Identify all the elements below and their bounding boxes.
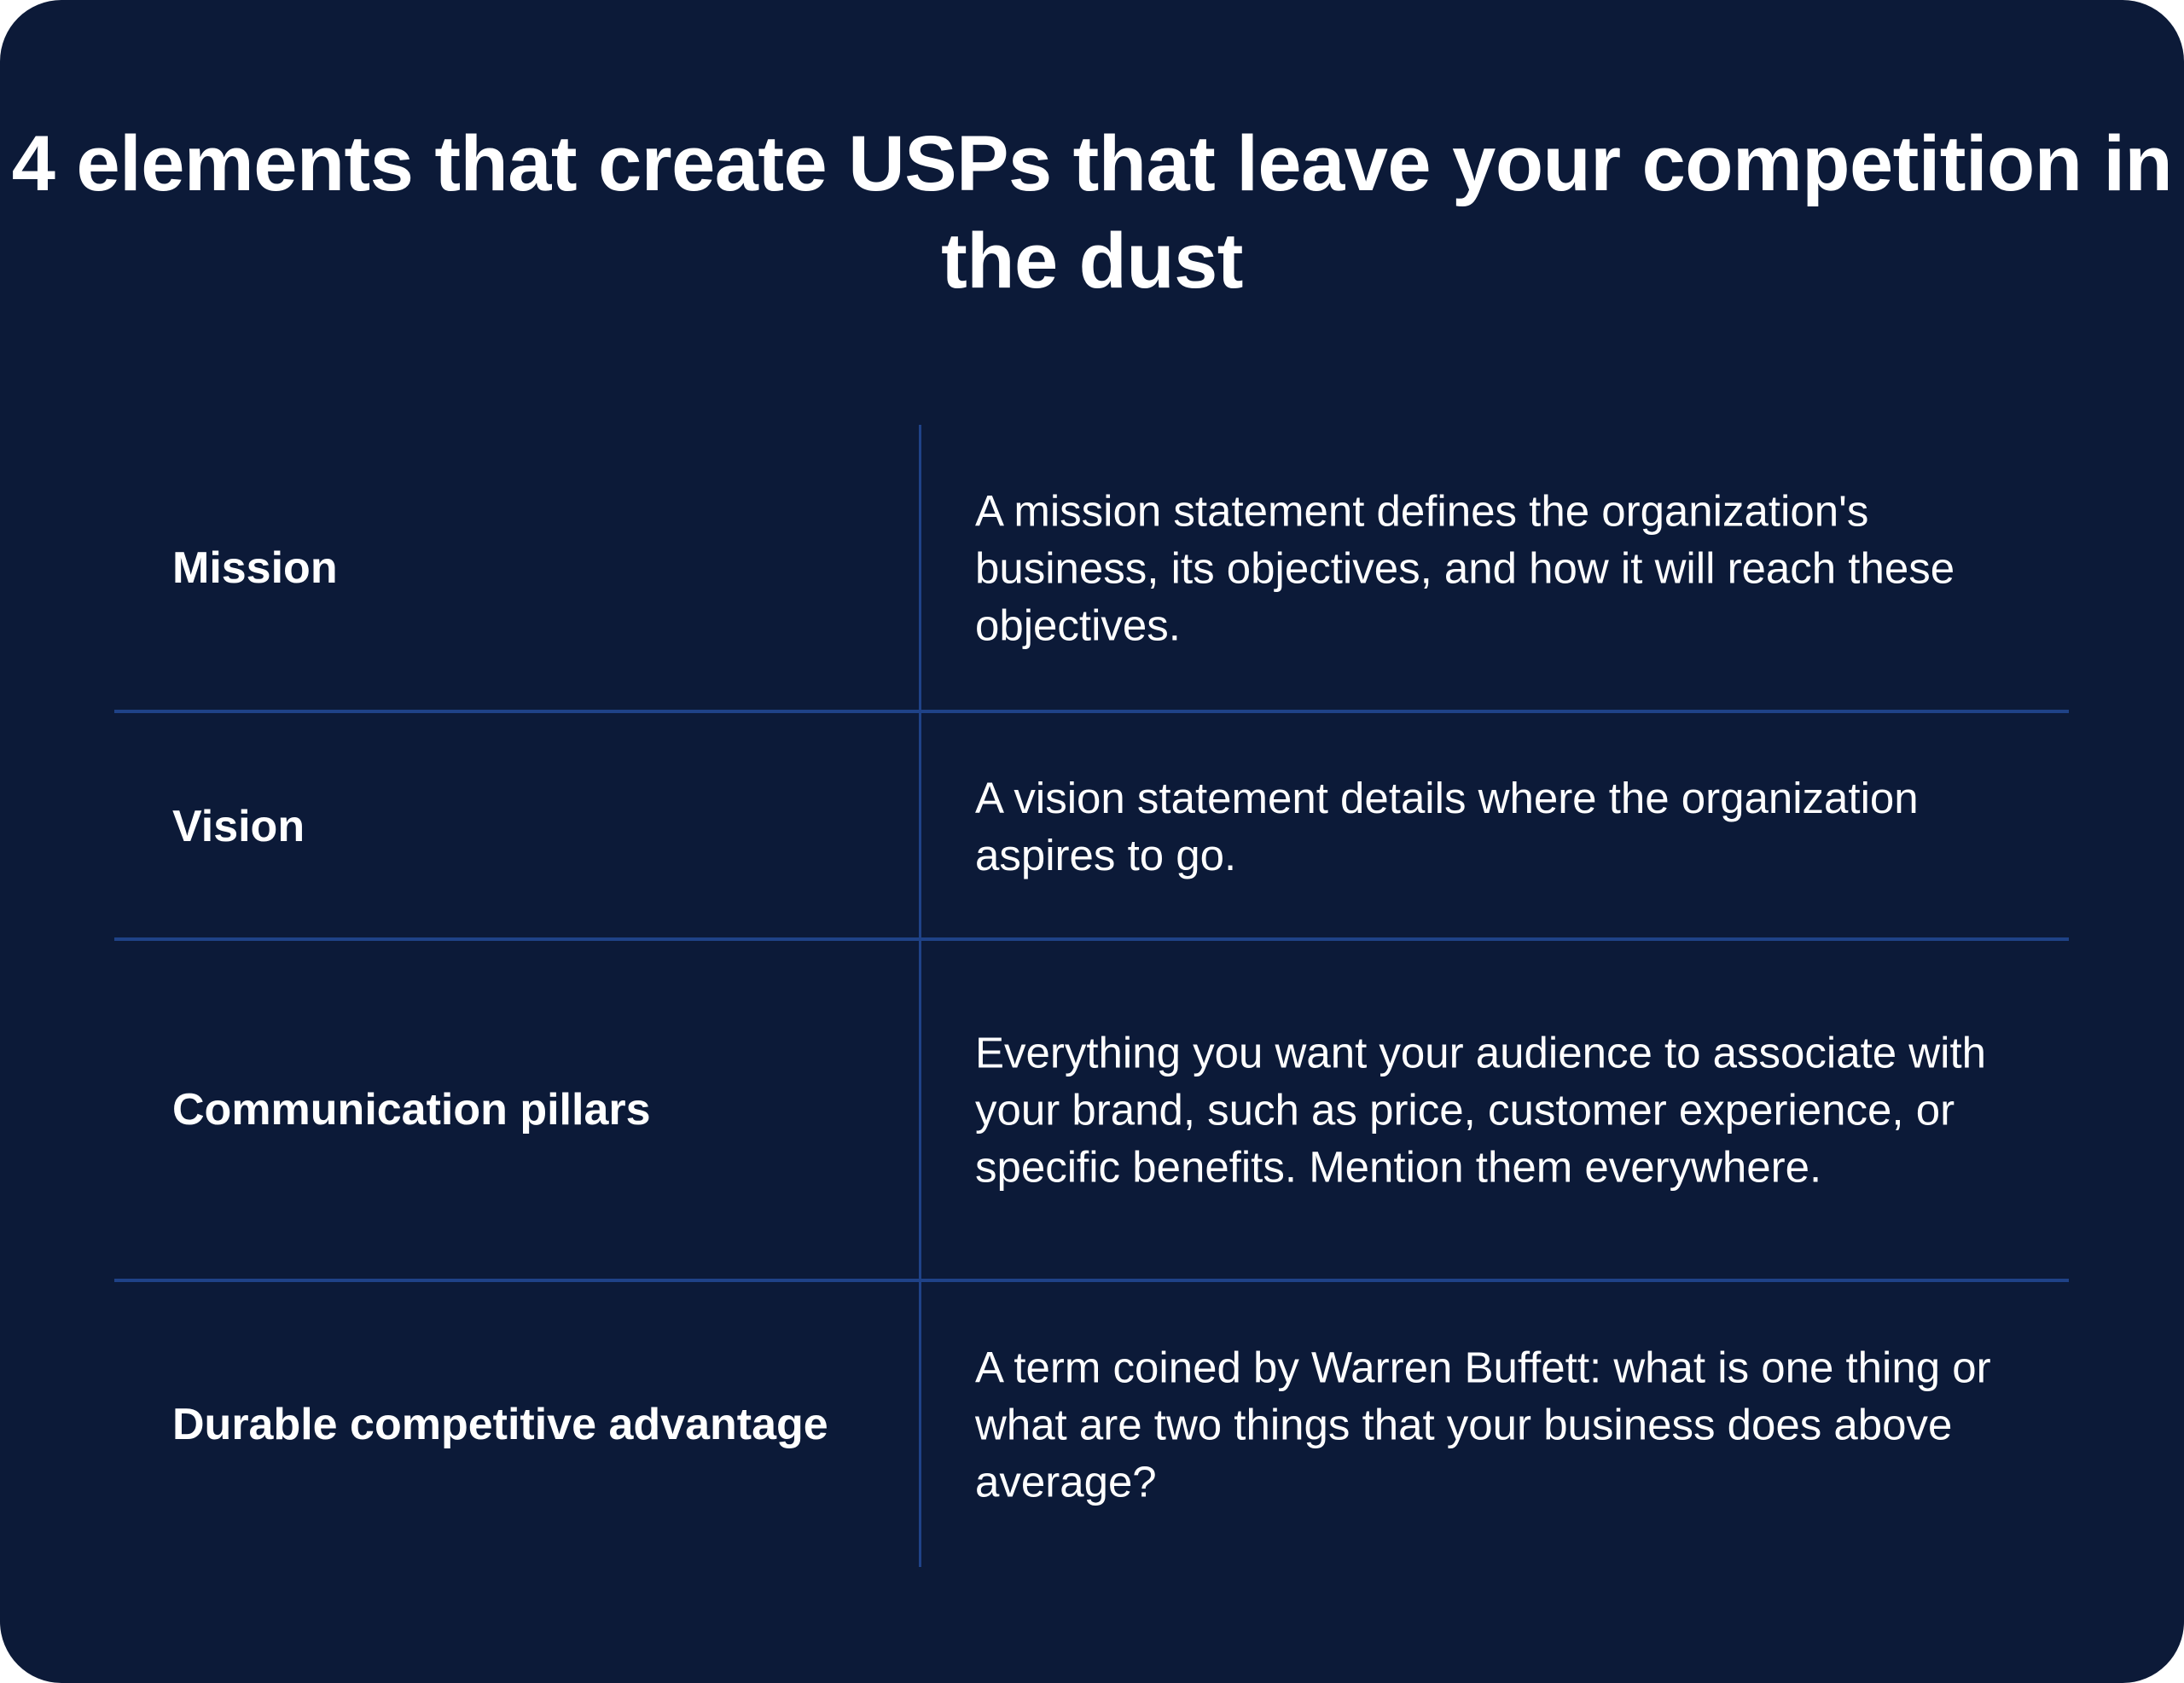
table-row-durable-competitive-advantage: Durable competitive advantage A term coi… [114, 1282, 2069, 1567]
elements-table: Mission A mission statement defines the … [114, 425, 2069, 1567]
row-description: Everything you want your audience to ass… [975, 1028, 1987, 1192]
row-divider [114, 1279, 2069, 1282]
row-description: A mission statement defines the organiza… [975, 486, 1955, 650]
row-divider [114, 710, 2069, 713]
table-row-mission: Mission A mission statement defines the … [114, 425, 2069, 711]
row-label: Vision [172, 801, 305, 851]
row-label: Mission [172, 543, 338, 593]
row-label: Durable competitive advantage [172, 1400, 828, 1449]
row-label: Communication pillars [172, 1085, 651, 1135]
page-title: 4 elements that create USPs that leave y… [11, 120, 2173, 305]
row-description: A vision statement details where the org… [975, 773, 1919, 879]
column-divider [919, 425, 921, 1567]
row-divider [114, 937, 2069, 941]
table-row-communication-pillars: Communication pillars Everything you wan… [114, 941, 2069, 1279]
table-row-vision: Vision A vision statement details where … [114, 713, 2069, 939]
row-description: A term coined by Warren Buffett: what is… [975, 1343, 1991, 1506]
